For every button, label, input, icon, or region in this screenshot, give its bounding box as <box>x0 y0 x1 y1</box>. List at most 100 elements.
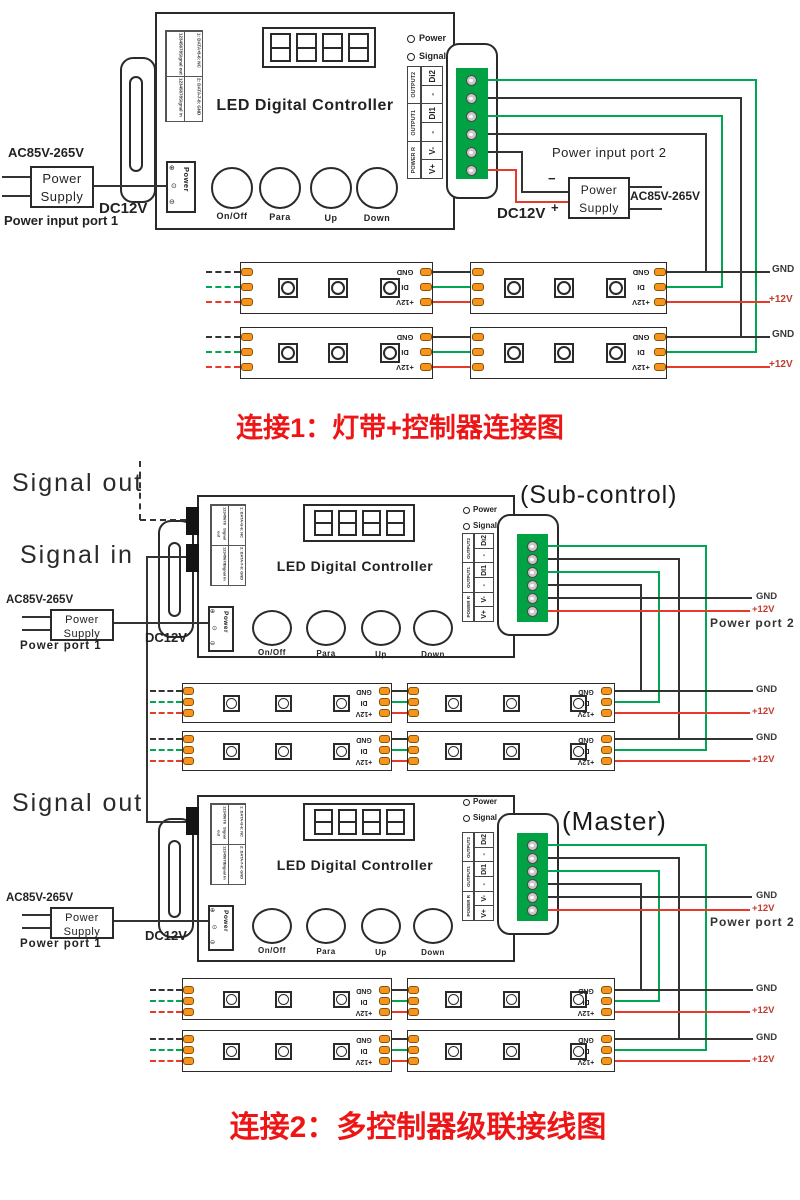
strip-12v-label: +12V <box>355 1009 373 1016</box>
strip-pad <box>472 333 484 341</box>
minus-circle-icon: ⊖ <box>210 641 216 647</box>
led-chip <box>380 278 400 298</box>
strip-12v-label: +12V <box>355 710 373 717</box>
terminal-block <box>456 68 488 179</box>
wire-di <box>613 1000 660 1002</box>
strip-pad <box>379 1008 390 1016</box>
terminal-screw <box>466 129 477 140</box>
strip-pad <box>183 1057 194 1065</box>
power-port1-label: Power port 1 <box>20 938 102 950</box>
dashed-lead <box>150 690 182 692</box>
wire-gnd <box>740 97 742 338</box>
wire-gnd <box>613 690 753 692</box>
power-input-port1-label: Power input port 1 <box>4 213 119 228</box>
wire-vplus <box>528 610 750 612</box>
12v-wire-label: +12V <box>769 359 793 370</box>
strip-pad <box>408 746 419 754</box>
pin-label: V+ <box>480 908 488 918</box>
strip-12v-label: +12V <box>355 758 373 765</box>
terminal-screw <box>527 892 538 903</box>
wire-di1 <box>528 870 660 872</box>
wire <box>392 1000 409 1002</box>
terminal-screw <box>466 93 477 104</box>
strip-pad <box>408 1057 419 1065</box>
signal-led-label: Signal <box>473 521 498 530</box>
wire <box>22 616 50 618</box>
strip-pad <box>408 698 419 706</box>
wire-12v <box>613 1011 750 1013</box>
dashed-lead <box>150 701 182 703</box>
strip-pad <box>472 283 484 291</box>
wire-gnd <box>678 857 680 1040</box>
strip-pad <box>183 746 194 754</box>
led-chip <box>606 278 626 298</box>
led-chip <box>554 278 574 298</box>
pin-label: V- <box>480 895 488 902</box>
12v-wire-label: +12V <box>769 294 793 305</box>
strip-pad <box>379 687 390 695</box>
seven-segment-display <box>262 27 376 68</box>
group-label: OUTPUT2 <box>465 836 471 858</box>
wire <box>114 622 208 624</box>
wire-di <box>667 351 757 353</box>
signal-out-label: Signal out <box>178 52 184 75</box>
terminal-pins: Di2 - DI1 - V- V+ <box>421 66 443 180</box>
led-chip <box>223 1043 240 1060</box>
led-chip <box>333 695 350 712</box>
pin-def: 1: DATA+ <box>239 506 245 525</box>
wire-gnd <box>528 883 642 885</box>
display-digit <box>313 809 333 835</box>
strip-pad <box>183 709 194 717</box>
wire-di2 <box>528 844 707 846</box>
dot-circle-icon: ⊙ <box>212 626 218 632</box>
dashed-lead <box>150 712 182 714</box>
dc12v-label: DC12V <box>145 630 187 645</box>
down-button <box>413 610 453 646</box>
terminal-screw <box>466 147 477 158</box>
strip-di-label: DI <box>401 283 409 292</box>
wire-gnd <box>613 1038 753 1040</box>
strip-gnd-label: GND <box>632 333 650 342</box>
gnd-wire-label: GND <box>772 329 795 340</box>
wire <box>22 629 50 631</box>
wire <box>630 186 662 188</box>
strip-pad <box>654 333 666 341</box>
wire <box>433 351 470 353</box>
led-chip <box>503 695 520 712</box>
seven-segment-display <box>303 504 415 542</box>
terminal-screw <box>527 606 538 617</box>
strip-pad <box>408 687 419 695</box>
terminal-groups: OUTPUT2 OUTPUT1 POWER R <box>462 533 474 622</box>
strip-pad <box>408 1008 419 1016</box>
power-led <box>407 35 415 43</box>
display-digit <box>337 510 357 536</box>
strip-gnd-label: GND <box>578 1036 594 1043</box>
strip-gnd-label: GND <box>578 688 594 695</box>
group-label: POWER R <box>411 146 417 173</box>
led-chip <box>275 1043 292 1060</box>
wire <box>392 1060 409 1062</box>
up-label: Up <box>375 650 387 659</box>
led-chip <box>223 991 240 1008</box>
ac-rating: AC85V-265V <box>8 145 84 160</box>
strip-pad <box>241 268 253 276</box>
power-port1-label: Power port 1 <box>20 640 102 652</box>
pin-def: 3-6: NC <box>239 823 245 838</box>
gnd-wire-label: GND <box>756 732 778 743</box>
wire-gnd <box>640 584 642 692</box>
gnd-wire-label: GND <box>756 1032 778 1043</box>
wire-gnd <box>667 336 770 338</box>
strip-pad <box>408 1035 419 1043</box>
wire-gnd <box>678 558 680 740</box>
strip-12v-label: +12V <box>396 363 414 372</box>
terminal-groups: OUTPUT2 OUTPUT1 POWER R <box>462 832 474 921</box>
pin-def: 2: DATA- <box>196 77 202 97</box>
para-label: Para <box>269 212 291 222</box>
signal-out-connector <box>186 507 199 535</box>
strip-pad <box>601 709 612 717</box>
display-digit <box>337 809 357 835</box>
dashed-signal-wire <box>139 461 141 520</box>
strip-pad <box>183 986 194 994</box>
